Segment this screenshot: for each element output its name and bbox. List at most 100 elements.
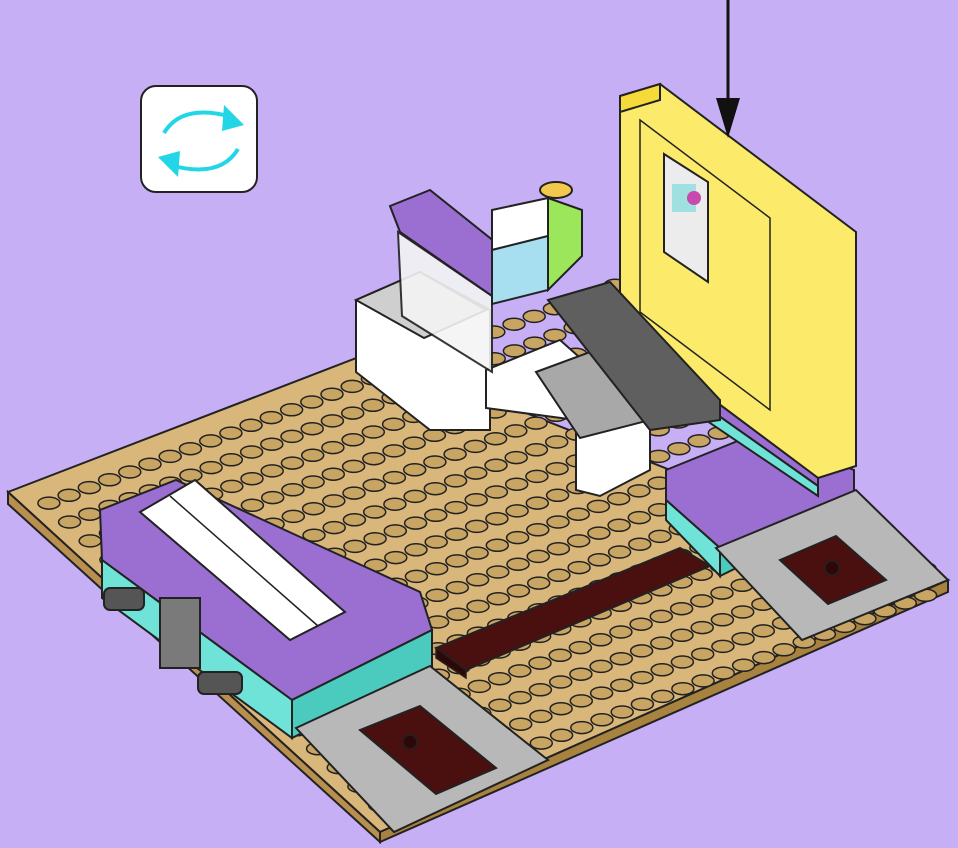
baseplate-stud <box>733 659 755 671</box>
baseplate-stud <box>711 587 733 599</box>
baseplate-stud <box>343 460 365 472</box>
baseplate-stud <box>525 444 547 456</box>
baseplate-stud <box>650 610 672 622</box>
baseplate-stud <box>487 566 509 578</box>
baseplate-stud <box>692 648 714 660</box>
baseplate-stud <box>405 544 427 556</box>
baseplate-stud <box>445 528 467 540</box>
baseplate-stud <box>506 505 528 517</box>
baseplate-stud <box>548 569 570 581</box>
baseplate-stud <box>79 508 101 520</box>
baseplate-stud <box>671 629 693 641</box>
baseplate-stud <box>362 399 384 411</box>
baseplate-stud <box>260 412 282 424</box>
baseplate-stud <box>610 626 632 638</box>
baseplate-stud <box>489 673 511 685</box>
baseplate-stud <box>447 608 469 620</box>
baseplate-stud <box>468 680 490 692</box>
baseplate-stud <box>38 497 60 509</box>
baseplate-stud <box>489 699 511 711</box>
baseplate-stud <box>732 606 754 618</box>
baseplate-stud <box>466 547 488 559</box>
baseplate-stud <box>363 479 385 491</box>
baseplate-stud <box>301 396 323 408</box>
baseplate-stud <box>712 667 734 679</box>
baseplate-stud <box>466 520 488 532</box>
baseplate-stud <box>671 656 693 668</box>
baseplate-stud <box>241 446 263 458</box>
baseplate-stud <box>631 672 653 684</box>
baseplate-stud <box>425 536 447 548</box>
baseplate-stud <box>262 492 284 504</box>
baseplate-stud <box>321 388 343 400</box>
baseplate-stud <box>590 634 612 646</box>
baseplate-stud <box>509 665 531 677</box>
baseplate-stud <box>753 652 775 664</box>
baseplate-stud <box>282 484 304 496</box>
baseplate-stud <box>567 508 589 520</box>
baseplate-stud <box>404 490 426 502</box>
baseplate-stud <box>631 645 653 657</box>
baseplate-stud <box>568 535 590 547</box>
baseplate-stud <box>344 540 366 552</box>
baseplate-stud <box>302 449 324 461</box>
baseplate-stud <box>507 532 529 544</box>
baseplate-stud <box>528 577 550 589</box>
baseplate-stud <box>485 486 507 498</box>
baseplate-stud <box>568 562 590 574</box>
baseplate-stud <box>668 443 690 455</box>
baseplate-stud <box>241 499 263 511</box>
baseplate-stud <box>587 500 609 512</box>
baseplate-stud <box>608 519 630 531</box>
baseplate-stud <box>341 380 363 392</box>
baseplate-stud <box>549 649 571 661</box>
baseplate-stud <box>383 445 405 457</box>
baseplate-stud <box>551 729 573 741</box>
baseplate-stud <box>282 510 304 522</box>
baseplate-stud <box>446 555 468 567</box>
baseplate-stud <box>486 513 508 525</box>
baseplate-stud <box>426 589 448 601</box>
baseplate-stud <box>403 437 425 449</box>
baseplate-stud <box>323 522 345 534</box>
baseplate-stud <box>321 415 343 427</box>
baseplate-stud <box>590 660 612 672</box>
baseplate-stud <box>712 640 734 652</box>
baseplate-stud <box>773 644 795 656</box>
baseplate-stud <box>588 527 610 539</box>
baseplate-stud <box>628 485 650 497</box>
baseplate-stud <box>281 457 303 469</box>
baseplate-stud <box>505 425 527 437</box>
baseplate-stud <box>631 698 653 710</box>
baseplate-stud <box>651 637 673 649</box>
baseplate-stud <box>200 435 222 447</box>
baseplate-stud <box>405 517 427 529</box>
rotate-model-icon <box>140 85 258 193</box>
baseplate-stud <box>688 435 710 447</box>
baseplate-stud <box>445 502 467 514</box>
baseplate-stud <box>281 404 303 416</box>
baseplate-stud <box>159 450 181 462</box>
baseplate-stud <box>608 493 630 505</box>
baseplate-stud <box>302 476 324 488</box>
baseplate-stud <box>322 442 344 454</box>
baseplate-stud <box>79 535 101 547</box>
baseplate-stud <box>467 600 489 612</box>
baseplate-stud <box>485 433 507 445</box>
baseplate-stud <box>364 533 386 545</box>
baseplate-stud <box>180 469 202 481</box>
baseplate-stud <box>546 463 568 475</box>
baseplate-stud <box>671 603 693 615</box>
baseplate-stud <box>711 614 733 626</box>
baseplate-stud <box>611 679 633 691</box>
baseplate-stud <box>691 595 713 607</box>
baseplate-stud <box>544 329 566 341</box>
baseplate-stud <box>672 683 694 695</box>
baseplate-stud <box>385 552 407 564</box>
baseplate-stud <box>610 653 632 665</box>
baseplate-stud <box>547 516 569 528</box>
baseplate-stud <box>364 506 386 518</box>
baseplate-stud <box>445 475 467 487</box>
baseplate-stud <box>281 430 303 442</box>
baseplate-stud <box>510 718 532 730</box>
